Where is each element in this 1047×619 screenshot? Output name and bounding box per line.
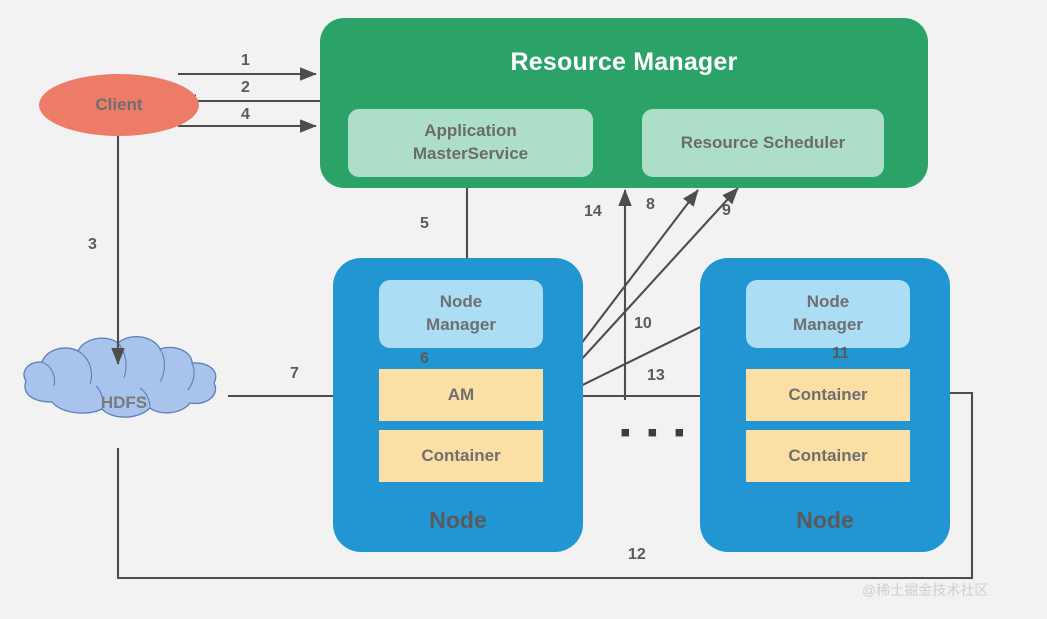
flow-label-10: 10 (634, 315, 652, 332)
resource-manager-title: Resource Manager (510, 48, 738, 76)
flow-label-2: 2 (241, 79, 250, 96)
flow-label-3: 3 (88, 236, 97, 253)
flow-label-5: 5 (420, 215, 429, 232)
client-label: Client (95, 95, 143, 114)
flow-label-7: 7 (290, 365, 299, 382)
node-manager-left[interactable]: Node Manager (379, 280, 543, 348)
node-manager-right[interactable]: Node Manager (746, 280, 910, 348)
container-right-2[interactable]: Container (746, 430, 910, 482)
application-master-service-box[interactable]: Application MasterService (348, 109, 593, 177)
container-right-1[interactable]: Container (746, 369, 910, 421)
container-right-2-label: Container (788, 446, 868, 465)
am-container-left-label: AM (447, 385, 475, 404)
node-left-caption: Node (429, 507, 487, 533)
node-right[interactable]: Node Manager Container Container Node (700, 258, 950, 552)
container-left-label: Container (421, 446, 501, 465)
application-master-service-label: Application MasterService (412, 121, 529, 163)
flow-label-11: 11 (832, 345, 849, 362)
hdfs-label: HDFS (100, 393, 148, 412)
flow-label-8: 8 (646, 196, 655, 213)
hdfs-node[interactable]: HDFS (18, 358, 228, 448)
flow-label-6: 6 (420, 350, 429, 367)
resource-manager-box[interactable]: Resource Manager Application MasterServi… (320, 18, 928, 188)
container-right-1-label: Container (788, 385, 868, 404)
flow-label-9: 9 (722, 202, 731, 219)
ellipsis-more-nodes: ▪ ▪ ▪ (620, 416, 689, 449)
node-left[interactable]: Node Manager AM Container Node (333, 258, 583, 552)
flow-label-14: 14 (584, 203, 602, 220)
watermark: @稀土掘金技术社区 (862, 582, 989, 598)
node-right-caption: Node (796, 507, 854, 533)
node-manager-right-label: Node Manager (793, 292, 863, 334)
flow-label-12: 12 (628, 546, 646, 563)
hdfs-cloud-shape (23, 335, 217, 418)
arrow-12 (116, 386, 974, 580)
flow-label-4: 4 (241, 106, 250, 123)
flow-label-13: 13 (647, 367, 665, 384)
client-node[interactable]: Client (39, 74, 199, 136)
resource-scheduler-box[interactable]: Resource Scheduler (642, 109, 884, 177)
am-container-left[interactable]: AM (379, 369, 543, 421)
node-manager-left-label: Node Manager (426, 292, 496, 334)
resource-scheduler-label: Resource Scheduler (680, 132, 846, 152)
flow-label-1: 1 (241, 52, 250, 69)
container-left[interactable]: Container (379, 430, 543, 482)
